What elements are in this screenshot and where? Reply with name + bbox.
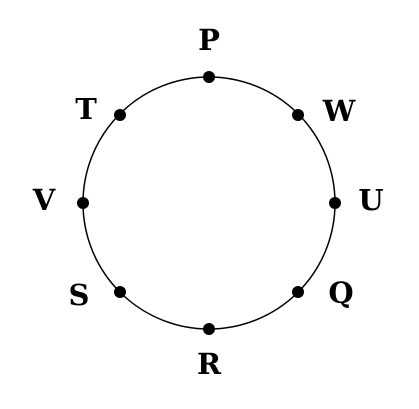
point-W-marker — [292, 109, 304, 121]
point-label-W: W — [322, 94, 356, 128]
point-P-marker — [203, 71, 215, 83]
point-U-marker — [329, 197, 341, 209]
point-Q-marker — [292, 286, 304, 298]
point-R-marker — [203, 323, 215, 335]
point-label-R: R — [197, 347, 222, 381]
point-label-S: S — [69, 278, 90, 312]
point-S-marker — [114, 286, 126, 298]
point-V-marker — [77, 197, 89, 209]
point-label-T: T — [75, 92, 97, 126]
point-T-marker — [114, 109, 126, 121]
point-label-P: P — [198, 23, 220, 57]
point-label-U: U — [358, 183, 383, 217]
point-label-Q: Q — [328, 276, 353, 310]
point-label-V: V — [32, 183, 56, 217]
